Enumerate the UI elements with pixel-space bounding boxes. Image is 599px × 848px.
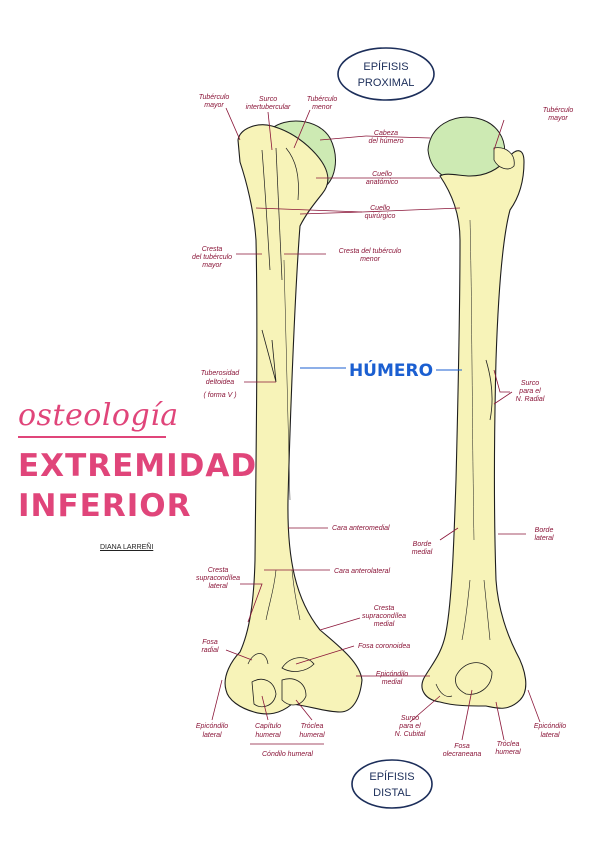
supracondylar-lines: [265, 569, 301, 621]
olecranon-fossa: [455, 662, 493, 695]
shaft-ridge: [283, 259, 291, 501]
ulnar-groove: [435, 683, 453, 697]
main-label: HÚMERO: [349, 359, 433, 381]
leader-lines: [211, 107, 541, 745]
proximal-label-line2: PROXIMAL: [358, 77, 415, 89]
label-condilo-humeral: Cóndilo humeral: [262, 751, 313, 758]
distal-label-line1: EPÍFISIS: [369, 770, 414, 783]
side-title-line1: EXTREMIDAD: [18, 448, 258, 484]
label-fosa-coronoidea: Fosa coronoidea: [358, 643, 410, 650]
proximal-label-line1: EPÍFISIS: [363, 60, 408, 73]
side-title-underline: [18, 436, 166, 438]
capitulum: [251, 678, 277, 708]
side-title-line2: INFERIOR: [18, 488, 192, 524]
greater-tubercle-posterior: [493, 147, 515, 170]
intertubercular-groove-line-2: [275, 147, 283, 281]
distal-epiphysis-badge: EPÍFISIS DISTAL: [351, 759, 433, 809]
intertubercular-groove: [261, 149, 271, 271]
trochlea: [281, 678, 307, 706]
radial-fossa: [247, 653, 269, 665]
humerus-anterior: [224, 120, 363, 715]
author-signature: DIANA LARREÑI: [100, 544, 154, 551]
label-cara-anterolateral: Cara anterolateral: [334, 568, 390, 575]
distal-label-line2: DISTAL: [373, 787, 411, 799]
radial-groove: [485, 359, 493, 421]
posterior-supracondylar-lines: [461, 579, 491, 641]
side-script-title: osteología: [18, 398, 179, 433]
label-cara-anteromedial: Cara anteromedial: [332, 525, 390, 532]
humerus-posterior-shaft: [421, 150, 527, 709]
lesser-tubercle-line: [285, 147, 299, 201]
humerus-posterior: [421, 116, 527, 709]
proximal-epiphysis-badge: EPÍFISIS PROXIMAL: [337, 47, 435, 101]
humerus-anterior-shaft: [224, 124, 363, 715]
